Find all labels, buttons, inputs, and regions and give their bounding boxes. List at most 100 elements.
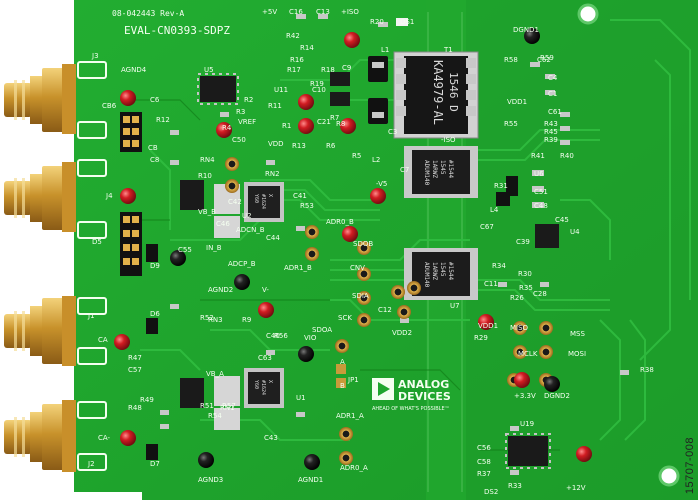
silk-label-28: R41 bbox=[531, 152, 545, 160]
red-test-point-3[interactable] bbox=[120, 430, 136, 446]
red-test-point-10[interactable] bbox=[258, 302, 274, 318]
black-test-point-0[interactable] bbox=[170, 250, 186, 266]
silk-label-97: R56 bbox=[274, 332, 288, 340]
black-test-point-1[interactable] bbox=[234, 274, 250, 290]
red-test-point-6[interactable] bbox=[298, 94, 314, 110]
red-test-point-12[interactable] bbox=[478, 314, 494, 330]
red-test-point-9[interactable] bbox=[370, 188, 386, 204]
silk-label-59: RN4 bbox=[200, 156, 215, 164]
analog-devices-logo bbox=[372, 378, 394, 400]
silk-label-128: C58 bbox=[477, 458, 491, 466]
silk-label-118: +3.3V bbox=[514, 392, 536, 400]
silk-label-126: AGND1 bbox=[298, 476, 323, 484]
silk-label-78: VDD2 bbox=[392, 329, 412, 337]
resistor-network-rn4 bbox=[214, 216, 240, 238]
silk-label-144: R52 bbox=[200, 314, 214, 322]
silk-label-14: VREF bbox=[238, 118, 256, 126]
red-test-point-2[interactable] bbox=[114, 334, 130, 350]
silk-label-73: SDOB bbox=[353, 240, 373, 248]
ic-u2 bbox=[244, 182, 284, 222]
silk-label-93: RN3 bbox=[208, 316, 223, 324]
board-name: EVAL-CN0393-SDPZ bbox=[124, 24, 230, 37]
silk-label-9: U5 bbox=[204, 66, 214, 74]
diode-d9 bbox=[146, 244, 158, 262]
red-test-point-14[interactable] bbox=[576, 446, 592, 462]
silk-label-102: C57 bbox=[128, 366, 142, 374]
chip-marking-u6-2: 1545 bbox=[439, 160, 446, 175]
sma-connector-j4[interactable] bbox=[4, 162, 76, 232]
silk-label-140: R14 bbox=[300, 44, 314, 52]
jumper-header-p2[interactable] bbox=[120, 212, 142, 276]
silk-label-119: DGND2 bbox=[544, 392, 570, 400]
resistor-network-rn1 bbox=[214, 408, 240, 430]
silk-label-2: C13 bbox=[316, 8, 330, 16]
black-test-point-4[interactable] bbox=[198, 452, 214, 468]
silk-label-5: DS1 bbox=[400, 18, 414, 26]
silk-label-46: C48 bbox=[534, 202, 548, 210]
silk-label-136: R3 bbox=[236, 108, 245, 116]
sma-connector-j1[interactable] bbox=[4, 296, 76, 366]
silk-label-82: R34 bbox=[492, 262, 506, 270]
ic-u6 bbox=[404, 146, 478, 198]
silk-label-108: JP1 bbox=[347, 376, 359, 384]
silk-label-100: CA bbox=[98, 336, 108, 344]
silk-label-75: SDIA bbox=[352, 292, 369, 300]
silk-label-21: C1 bbox=[548, 90, 557, 98]
silk-label-33: C10 bbox=[312, 86, 326, 94]
silk-label-1: C16 bbox=[289, 8, 303, 16]
silk-label-127: U19 bbox=[520, 420, 534, 428]
sma-connector-j2[interactable] bbox=[4, 400, 76, 472]
silk-label-135: V- bbox=[262, 286, 269, 294]
silk-label-36: VDD bbox=[268, 140, 284, 148]
sma-connector-j3[interactable] bbox=[4, 64, 76, 134]
smd-passives bbox=[160, 14, 629, 475]
silk-label-32: R18 bbox=[321, 66, 335, 74]
red-test-point-1[interactable] bbox=[120, 188, 136, 204]
silk-label-61: R53 bbox=[300, 202, 314, 210]
silk-label-53: CB bbox=[148, 144, 158, 152]
red-test-point-8[interactable] bbox=[340, 118, 356, 134]
chip-marking-u1-1: #1624 bbox=[260, 380, 266, 395]
inductor-l1-pad bbox=[372, 62, 384, 68]
jumper-jp1-b bbox=[336, 378, 346, 388]
jumper-header-p1[interactable] bbox=[120, 112, 142, 152]
silk-label-38: R5 bbox=[352, 152, 361, 160]
silk-label-103: VB_A bbox=[206, 370, 224, 378]
logo-line2: DEVICES bbox=[398, 390, 451, 403]
black-test-point-3[interactable] bbox=[304, 454, 320, 470]
silk-label-114: MSS bbox=[570, 330, 585, 338]
silk-label-123: J2 bbox=[87, 460, 95, 468]
red-test-point-0[interactable] bbox=[120, 90, 136, 106]
silk-label-95: C40 bbox=[266, 332, 280, 340]
header-pad-9 bbox=[339, 427, 353, 441]
black-test-point-2[interactable] bbox=[298, 346, 314, 362]
red-test-point-4[interactable] bbox=[216, 122, 232, 138]
black-test-point-6[interactable] bbox=[544, 376, 560, 392]
silk-label-35: R1 bbox=[282, 122, 291, 130]
silk-label-99: SDOA bbox=[312, 326, 332, 334]
transformer-marking: KA4979-AL bbox=[431, 60, 445, 125]
silk-label-27: R39 bbox=[544, 136, 558, 144]
red-test-point-7[interactable] bbox=[298, 118, 314, 134]
silk-label-37: R13 bbox=[292, 142, 306, 150]
mounting-hole-br bbox=[658, 465, 680, 487]
silk-label-87: R26 bbox=[510, 294, 524, 302]
silk-label-48: U4 bbox=[570, 228, 580, 236]
header-pad-19 bbox=[397, 305, 411, 319]
silk-label-55: R10 bbox=[198, 172, 212, 180]
red-test-point-11[interactable] bbox=[342, 226, 358, 242]
red-test-point-5[interactable] bbox=[344, 32, 360, 48]
ic-u19-leads bbox=[505, 433, 551, 469]
header-pad-1 bbox=[225, 179, 239, 193]
silk-label-18: R58 bbox=[504, 56, 518, 64]
silk-label-12: R12 bbox=[156, 116, 170, 124]
red-test-point-13[interactable] bbox=[514, 372, 530, 388]
silk-label-133: +12V bbox=[566, 484, 586, 492]
black-test-point-5[interactable] bbox=[524, 28, 540, 44]
jumper-jp1 bbox=[336, 364, 346, 374]
transformer-t1 bbox=[393, 51, 479, 139]
silk-label-132: R33 bbox=[508, 482, 522, 490]
